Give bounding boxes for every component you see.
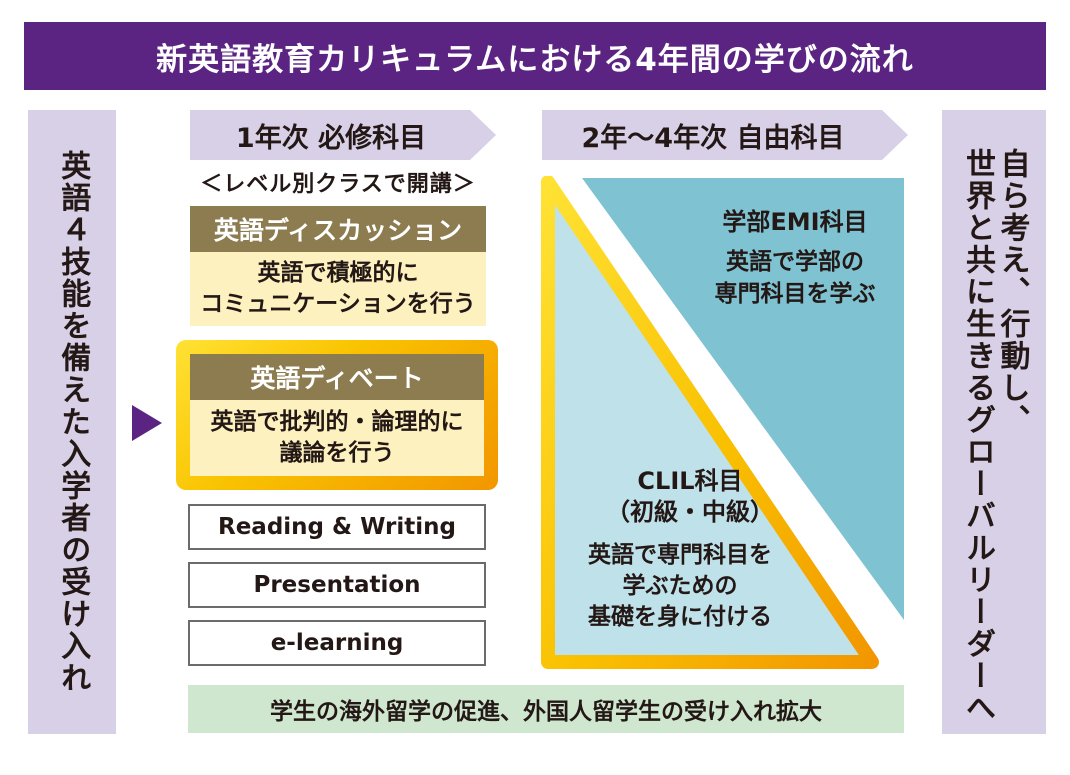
course-triangles [541, 176, 904, 669]
year1-banner: 1年次 必修科目 [190, 110, 496, 160]
debate-line2: 議論を行う [279, 440, 395, 466]
years2-4-banner: 2年〜4年次 自由科目 [542, 110, 908, 160]
right-column-goal: 自ら考え、行動し、 世界と共に生きるグローバルリーダーへ [942, 110, 1046, 734]
skill-e-learning: e-learning [188, 620, 486, 666]
skill-presentation: Presentation [188, 562, 486, 608]
emi-heading: 学部EMI科目 [722, 208, 868, 236]
clil-heading-block: CLIL科目 （初級・中級） [560, 466, 820, 528]
discussion-line2: コミュニケーションを行う [200, 291, 476, 317]
clil-line1: 英語で専門科目を [588, 542, 772, 568]
clil-triangle [541, 176, 879, 669]
left-column-text: 英語４技能を備えた入学者の受け入れ [55, 150, 91, 694]
emi-line1: 英語で学部の [726, 249, 864, 275]
clil-line2: 学ぶための [622, 573, 738, 600]
debate-body: 英語で批判的・論理的に 議論を行う [190, 400, 484, 476]
skill-reading-writing: Reading & Writing [188, 504, 486, 550]
clil-line3: 基礎を身に付ける [588, 604, 772, 631]
left-column-entry: 英語４技能を備えた入学者の受け入れ [28, 110, 116, 734]
level-class-note: ＜レベル別クラスで開講＞ [200, 172, 476, 197]
right-triangle-arrow-icon [132, 405, 162, 441]
clil-sub: （初級・中級） [606, 498, 774, 527]
discussion-line1: 英語で積極的に [257, 259, 419, 286]
right-column-text: 自ら考え、行動し、 世界と共に生きるグローバルリーダーへ [960, 148, 1030, 724]
clil-body: 英語で専門科目を 学ぶための 基礎を身に付ける [555, 540, 805, 633]
emi-triangle [582, 178, 904, 620]
debate-heading: 英語ディベート [190, 354, 484, 400]
emi-line2: 専門科目を学ぶ [714, 281, 876, 308]
page-title: 新英語教育カリキュラムにおける4年間の学びの流れ [24, 22, 1046, 90]
bottom-exchange-bar: 学生の海外留学の促進、外国人留学生の受け入れ拡大 [188, 685, 904, 733]
discussion-heading: 英語ディスカッション [190, 206, 486, 252]
right-column-line1: 自ら考え、行動し、 [994, 148, 1030, 436]
emi-body: 英語で学部の 専門科目を学ぶ [690, 246, 900, 310]
debate-line1: 英語で批判的・論理的に [210, 408, 464, 435]
clil-heading: CLIL科目 [637, 467, 743, 495]
right-column-line2: 世界と共に生きるグローバルリーダーへ [960, 148, 995, 724]
discussion-body: 英語で積極的に コミュニケーションを行う [190, 252, 486, 326]
